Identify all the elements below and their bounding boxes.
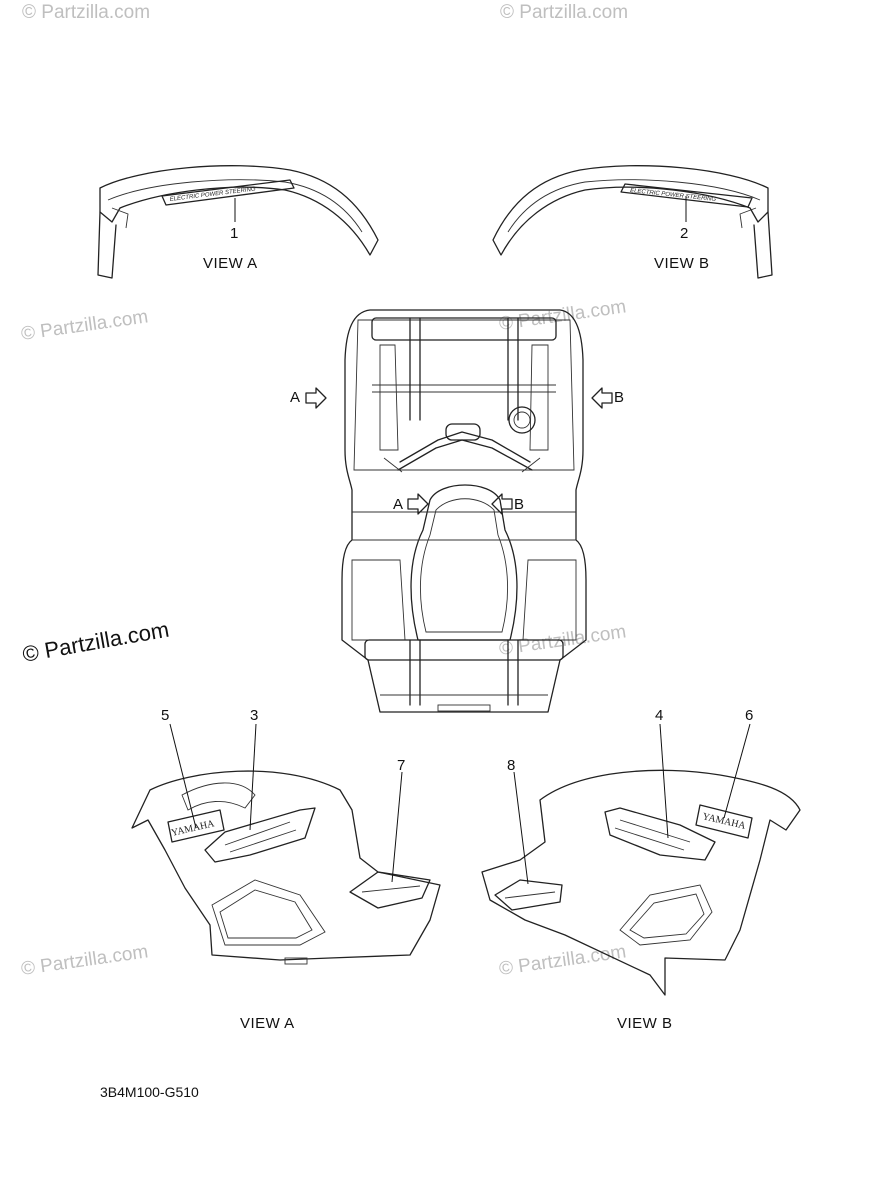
watermark-top-right: © Partzilla.com [500,2,628,23]
callout-4: 4 [655,707,663,724]
arrow-inner-a: A [393,493,429,515]
arrow-outer-a: A [290,387,327,409]
atv-top-view [341,309,587,713]
view-a-bottom: VIEW A [240,1015,295,1032]
front-fender-left: ELECTRIC POWER STEERING [97,165,379,279]
watermark-left: © Partzilla.com [20,306,150,345]
side-panel-left: YAMAHA [131,723,441,965]
view-b-top: VIEW B [654,255,710,272]
yamaha-decal-text-right: YAMAHA [701,811,747,832]
arrow-outer-b: B [591,387,624,409]
callout-6: 6 [745,707,753,724]
callout-8: 8 [507,757,515,774]
callout-3: 3 [250,707,258,724]
front-fender-right: ELECTRIC POWER STEERING [492,165,773,279]
watermark-main: © Partzilla.com [21,617,171,667]
yamaha-decal-text-left: YAMAHA [170,818,216,839]
diagram-code: 3B4M100-G510 [100,1084,199,1100]
eps-badge-left [349,871,431,909]
arrow-inner-b-label: B [514,496,524,513]
watermark-top-left: © Partzilla.com [22,2,150,23]
watermark-right: © Partzilla.com [498,296,628,335]
arrow-outer-b-label: B [614,389,624,406]
arrow-inner-b: B [491,493,524,515]
watermark-bottom-left: © Partzilla.com [20,941,150,980]
watermark-bottom-right: © Partzilla.com [498,941,628,980]
yamaha-decal-right: YAMAHA [695,804,753,839]
callout-1: 1 [230,225,238,242]
grizzly-decal-right [604,807,716,861]
eps-badge-right [494,879,563,911]
view-a-top: VIEW A [203,255,258,272]
arrow-inner-a-label: A [393,496,403,513]
grizzly-decal-left [204,807,316,863]
callout-5: 5 [161,707,169,724]
callout-2: 2 [680,225,688,242]
arrow-outer-a-label: A [290,389,300,406]
callout-7: 7 [397,757,405,774]
view-b-bottom: VIEW B [617,1015,673,1032]
